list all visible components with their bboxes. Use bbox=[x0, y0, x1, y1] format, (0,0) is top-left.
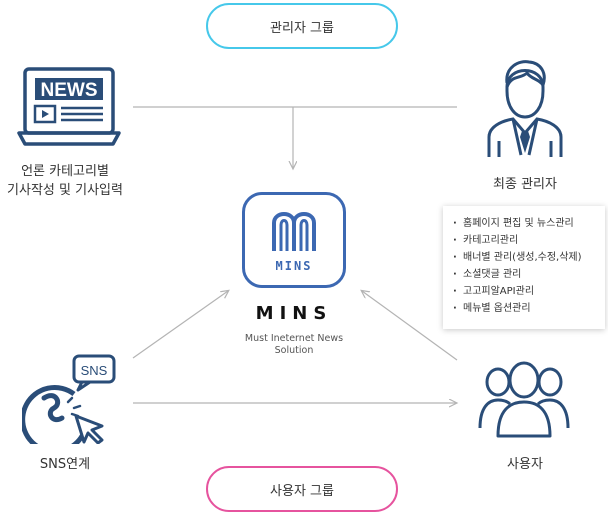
mins-subtitle-line1: Must Ineternet News bbox=[244, 333, 344, 344]
user-group-label: 사용자 그룹 bbox=[270, 483, 334, 499]
news-caption: 언론 카테고리별 기사작성 및 기사입력 bbox=[0, 162, 130, 200]
admin-caption: 최종 관리자 bbox=[493, 177, 557, 192]
mins-subtitle: Must Ineternet News Solution bbox=[222, 333, 366, 357]
admin-task-list: 홈페이지 편집 및 뉴스관리 카테고리관리 배너별 관리(생성,수정,삭제) 소… bbox=[453, 215, 605, 317]
admin-task-item: 고고피알API관리 bbox=[453, 283, 605, 300]
mins-subtitle-line2: Solution bbox=[274, 345, 314, 356]
sns-caption: SNS연계 bbox=[39, 457, 91, 472]
admin-task-item: 홈페이지 편집 및 뉴스관리 bbox=[453, 215, 605, 232]
news-caption-line1: 언론 카테고리별 bbox=[21, 164, 109, 179]
mins-title: MINS bbox=[255, 303, 333, 324]
admin-task-item: 메뉴별 옵션관리 bbox=[453, 300, 605, 317]
mins-logo-text: MINS bbox=[275, 259, 313, 273]
sns-to-mins-arrow bbox=[132, 291, 228, 359]
user-to-mins-arrow bbox=[362, 291, 458, 361]
businessman-icon bbox=[487, 60, 563, 157]
admin-group-pill: 관리자 그룹 bbox=[206, 3, 398, 49]
user-group-pill: 사용자 그룹 bbox=[206, 466, 398, 512]
admin-task-item: 카테고리관리 bbox=[453, 232, 605, 249]
user-caption: 사용자 bbox=[507, 457, 543, 472]
user-group-icon bbox=[478, 361, 570, 438]
sns-click-icon: SNS bbox=[22, 354, 116, 444]
admin-task-box: 홈페이지 편집 및 뉴스관리 카테고리관리 배너별 관리(생성,수정,삭제) 소… bbox=[443, 206, 605, 329]
newspaper-laptop-icon: NEWS bbox=[17, 67, 121, 146]
mins-m-icon bbox=[272, 212, 316, 251]
admin-group-label: 관리자 그룹 bbox=[270, 20, 334, 36]
svg-text:SNS: SNS bbox=[81, 363, 108, 378]
news-caption-line2: 기사작성 및 기사입력 bbox=[7, 183, 123, 198]
admin-task-item: 배너별 관리(생성,수정,삭제) bbox=[453, 249, 605, 266]
admin-task-item: 소셜댓글 관리 bbox=[453, 266, 605, 283]
mins-logo: MINS bbox=[242, 192, 346, 288]
svg-text:NEWS: NEWS bbox=[41, 80, 98, 101]
